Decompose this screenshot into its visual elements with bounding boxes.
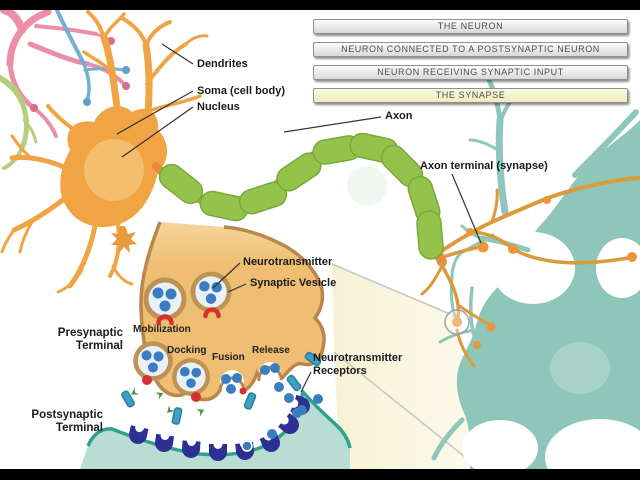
menu-button-the-synapse[interactable]: THE SYNAPSE [313,88,628,103]
postsynaptic-terminal-shape [80,392,350,469]
axon [152,130,445,262]
label-dendrites: Dendrites [197,58,248,70]
label-presynaptic-terminal: Presynaptic Terminal [57,327,123,353]
label-soma: Soma (cell body) [197,85,286,97]
label-synaptic-vesicle: Synaptic Vesicle [250,277,337,289]
presynaptic-terminal-shape [140,222,325,400]
blue-dendrite [55,8,130,106]
label-axon-terminal: Axon terminal (synapse) [420,160,548,172]
fusion-proteins [142,375,247,402]
letterbox-bottom [0,469,640,480]
label-fusion: Fusion [212,352,245,363]
node-highlight-circle [347,166,387,206]
menu-button-postsynaptic-neuron[interactable]: NEURON CONNECTED TO A POSTSYNAPTIC NEURO… [313,42,628,57]
magnifier-beam [331,263,481,470]
menu-button-synaptic-input[interactable]: NEURON RECEIVING SYNAPTIC INPUT [313,65,628,80]
label-docking: Docking [167,345,207,356]
nucleus-shape [84,139,144,201]
leader-lines [116,43,482,393]
synaptic-boutons [452,196,637,349]
neurotransmitter-dots [221,363,323,452]
presynaptic-neuron [0,10,209,294]
postsynaptic-nucleus [550,342,610,394]
topic-menu: THE NEURON NEURON CONNECTED TO A POSTSYN… [313,19,628,103]
menu-button-the-neuron[interactable]: THE NEURON [313,19,628,34]
bouton-sprite [111,226,137,253]
synapse-inset [80,221,352,469]
label-nucleus: Nucleus [197,101,240,113]
label-axon: Axon [385,110,413,122]
label-postsynaptic-terminal: Postsynaptic Terminal [31,409,103,435]
label-neurotransmitter-receptors: Neurotransmitter Receptors [313,352,403,377]
magnified-synapse-circle [444,309,470,335]
letterbox-top [0,0,640,10]
green-dendrite [0,75,38,170]
label-mobilization: Mobilization [133,324,191,335]
label-neurotransmitter: Neurotransmitter [243,256,333,268]
label-release: Release [252,345,290,356]
